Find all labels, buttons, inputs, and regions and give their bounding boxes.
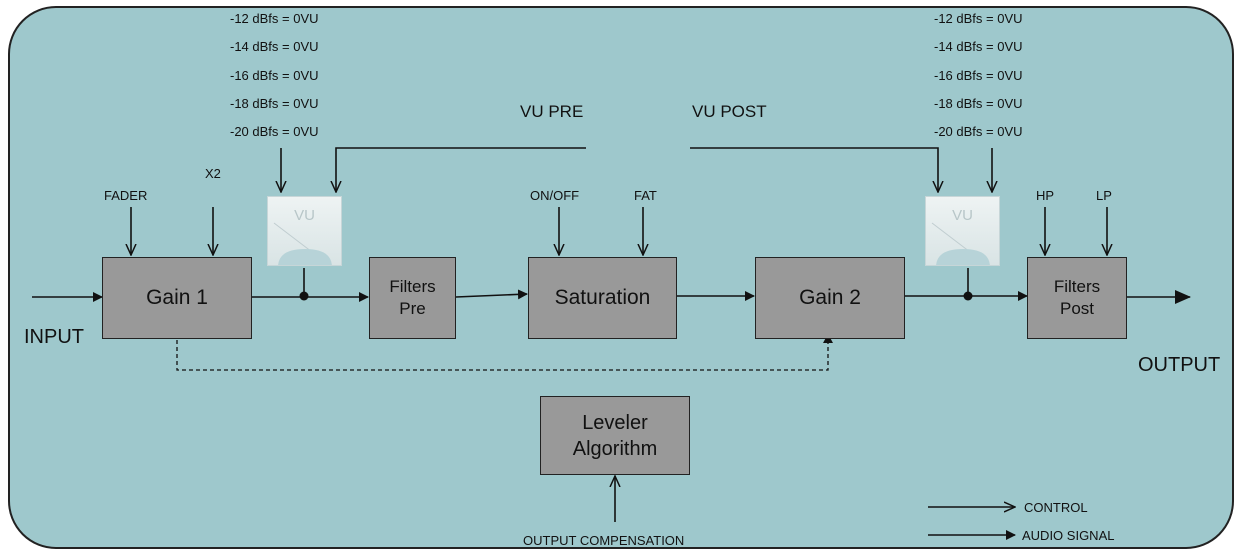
vu-pre-scale-option: -14 dBfs = 0VU [230,39,319,55]
input-label: INPUT [24,326,84,348]
gain1-label: Gain 1 [146,286,208,309]
filters-post-label-line1: Filters [1053,277,1101,296]
filters-pre-label-line2: Pre [399,299,426,318]
vu-post-select-arrow [690,147,938,192]
vu-post-meter-label: VU [952,207,973,224]
vu-pre-scale-option: -20 dBfs = 0VU [230,124,319,140]
fat-label: FAT [634,188,657,203]
filters-pre-label-line1: Filters [389,277,436,296]
vu-pre-scale-option: -16 dBfs = 0VU [230,67,319,83]
vu-pre-scale-options: -12 dBfs = 0VU -14 dBfs = 0VU -16 dBfs =… [230,5,319,146]
gain1-block: Gain 1 [102,257,252,339]
leveler-label-line2: Algorithm [572,437,658,460]
filters-post-block: Filters Post [1027,257,1127,339]
vu-pre-junction [299,291,309,301]
filters-pre-to-saturation [455,289,528,300]
vu-pre-meter-label: VU [294,207,315,224]
filters-post-label-line2: Post [1059,299,1095,318]
vu-pre-scale-option: -12 dBfs = 0VU [230,11,319,26]
vu-post-scale-option: -12 dBfs = 0VU [934,11,1023,26]
gain2-block: Gain 2 [755,257,905,339]
gain2-label: Gain 2 [799,286,861,309]
saturation-block: Saturation [528,257,677,339]
output-label: OUTPUT [1138,354,1221,376]
vu-needle-icon [931,222,990,265]
vu-pre-select-arrow [336,147,586,192]
vu-post-scale-option: -16 dBfs = 0VU [934,67,1023,83]
fader-label: FADER [104,188,148,203]
output-compensation-label: OUTPUT COMPENSATION [523,533,685,548]
vu-post-label: VU POST [692,102,767,121]
vu-post-junction [963,291,973,301]
x2-label: X2 [205,166,221,181]
leveler-block: Leveler Algorithm [540,396,690,475]
saturation-label: Saturation [554,286,651,309]
vu-needle-icon [273,222,332,265]
vu-meter-post: VU [925,196,1000,266]
vu-post-scale-option: -18 dBfs = 0VU [934,95,1023,111]
filters-pre-block: Filters Pre [369,257,456,339]
leveler-label-line1: Leveler [582,411,648,434]
vu-post-scale-options: -12 dBfs = 0VU -14 dBfs = 0VU -16 dBfs =… [934,5,1023,146]
vu-post-scale-option: -14 dBfs = 0VU [934,39,1023,55]
vu-pre-label: VU PRE [520,102,584,121]
on-off-label: ON/OFF [530,188,580,203]
vu-post-scale-option: -20 dBfs = 0VU [934,124,1023,140]
lp-label: LP [1096,188,1112,203]
hp-label: HP [1036,188,1055,203]
sidechain-dashed [176,340,829,371]
legend-audio-label: AUDIO SIGNAL [1022,528,1115,543]
legend-control-label: CONTROL [1024,500,1088,515]
vu-pre-scale-option: -18 dBfs = 0VU [230,95,319,111]
vu-meter-pre: VU [267,196,342,266]
